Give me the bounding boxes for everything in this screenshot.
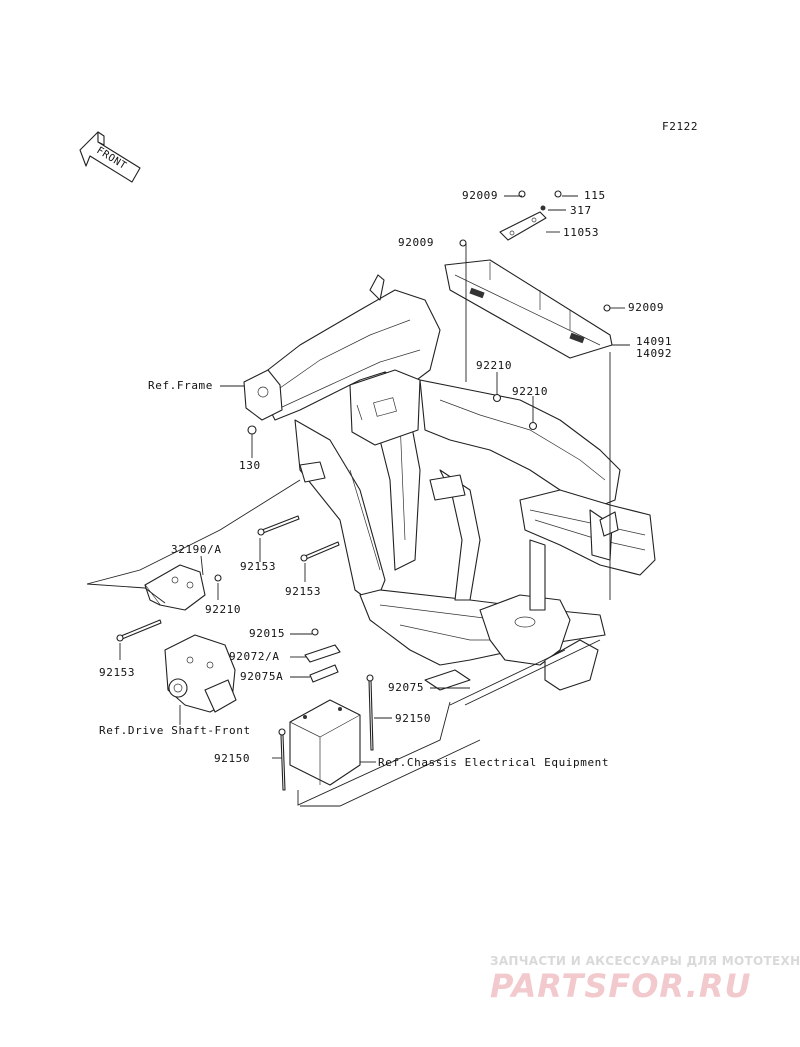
label-317: 317 bbox=[570, 204, 592, 217]
label-92072: 92072/A bbox=[229, 650, 280, 663]
label-92210-a: 92210 bbox=[476, 359, 512, 372]
watermark-logo: PARTSFOR.RU bbox=[490, 967, 751, 1005]
label-92153-b: 92153 bbox=[285, 585, 321, 598]
bolt-92153-a bbox=[257, 515, 300, 536]
label-92150-left: 92150 bbox=[214, 752, 250, 765]
front-gearbox bbox=[164, 634, 237, 713]
label-92153-c: 92153 bbox=[99, 666, 135, 679]
label-92075a: 92075A bbox=[240, 670, 283, 683]
nut-92210-a bbox=[492, 393, 502, 403]
label-92150-right: 92150 bbox=[395, 712, 431, 725]
battery bbox=[289, 699, 361, 786]
guard-plate-14091 bbox=[444, 190, 613, 359]
label-92015: 92015 bbox=[249, 627, 285, 640]
label-92210-b: 92210 bbox=[512, 385, 548, 398]
label-92075: 92075 bbox=[388, 681, 424, 694]
label-92009-right: 92009 bbox=[628, 301, 664, 314]
label-11053: 11053 bbox=[563, 226, 599, 239]
battery-parts bbox=[278, 628, 471, 791]
label-92009-mid: 92009 bbox=[398, 236, 434, 249]
front-arrow-icon: FRONT bbox=[79, 131, 141, 183]
label-ref-frame: Ref.Frame bbox=[148, 379, 213, 392]
label-32190: 32190/A bbox=[171, 543, 222, 556]
label-92009-top: 92009 bbox=[462, 189, 498, 202]
label-92153-a: 92153 bbox=[240, 560, 276, 573]
frame-drawing bbox=[243, 274, 656, 691]
label-14092: 14092 bbox=[636, 347, 672, 360]
label-92210-c: 92210 bbox=[205, 603, 241, 616]
bolt-92153-c bbox=[116, 619, 162, 642]
label-14091: 14091 bbox=[636, 335, 672, 348]
watermark-line1: ЗАПЧАСТИ И АКСЕССУАРЫ ДЛЯ МОТОТЕХНИКИ bbox=[490, 954, 800, 968]
leader-lines bbox=[86, 195, 630, 807]
bolt-130 bbox=[247, 425, 257, 435]
label-ref-chassis: Ref.Chassis Electrical Equipment bbox=[378, 756, 609, 769]
label-ref-drive-shaft: Ref.Drive Shaft-Front bbox=[99, 724, 251, 737]
label-130: 130 bbox=[239, 459, 261, 472]
part-labels: 92009 115 317 92009 11053 92009 14091 14… bbox=[99, 189, 672, 769]
nut-92210-b bbox=[528, 421, 538, 431]
watermark: ЗАПЧАСТИ И АКСЕССУАРЫ ДЛЯ МОТОТЕХНИКИ PA… bbox=[490, 954, 800, 1005]
diagram-code: F2122 bbox=[662, 120, 698, 133]
label-115: 115 bbox=[584, 189, 606, 202]
bolt-92153-b bbox=[300, 541, 340, 562]
